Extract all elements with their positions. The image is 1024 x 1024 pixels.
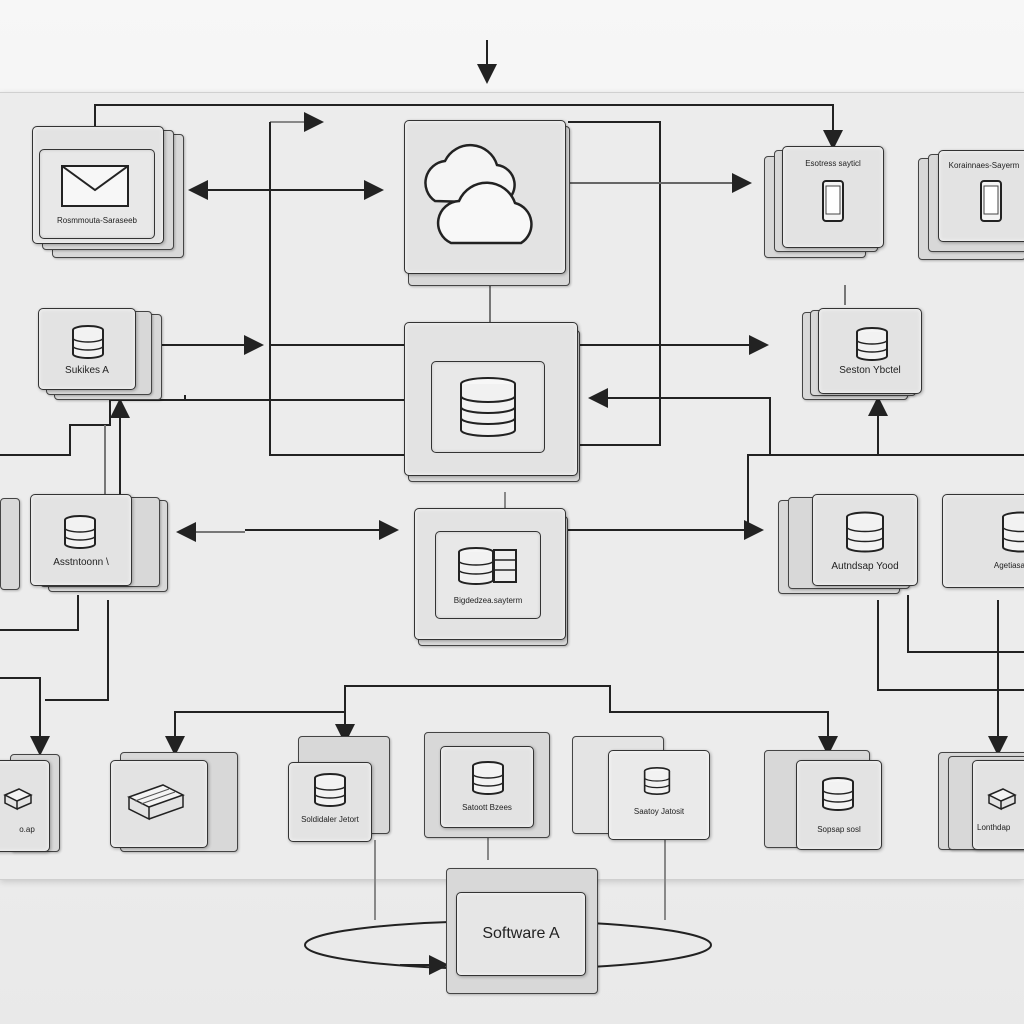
cloud-node[interactable] — [404, 120, 570, 286]
node-label: Software A — [482, 925, 560, 942]
server-rack-icon — [3, 788, 33, 811]
database-icon — [460, 377, 516, 437]
node-label: Soldidaler Jetort — [301, 815, 359, 824]
database-icon — [64, 515, 96, 549]
database-icon — [458, 547, 517, 585]
top-right-node-2[interactable]: Korainnaes-Sayerm — [918, 150, 1024, 260]
database-icon — [314, 773, 346, 807]
node-label: Agetiasa — [993, 561, 1024, 570]
database-icon — [472, 761, 504, 795]
node-label: Autndsap Yood — [831, 561, 899, 572]
node-label: Bigdedzea.sayterm — [453, 596, 523, 605]
node-label: Sukikes A — [65, 365, 109, 376]
database-icon — [1002, 511, 1024, 553]
right-db-node-3[interactable]: Agetiasa — [942, 494, 1024, 594]
node-label: Rosmmouta-Saraseeb — [56, 216, 138, 225]
software-a-node[interactable]: Software A — [446, 868, 600, 994]
database-icon — [822, 777, 854, 811]
bottom-node-1[interactable]: o.ap — [0, 752, 60, 852]
bottom-node-6[interactable]: Sopsap sosl — [764, 750, 884, 850]
bottom-node-3[interactable]: Soldidaler Jetort — [288, 736, 390, 842]
database-icon — [72, 325, 104, 359]
database-icon — [643, 767, 671, 795]
node-label: Saatoy Jatosit — [633, 807, 685, 816]
bottom-node-5[interactable]: Saatoy Jatosit — [572, 736, 712, 842]
node-label: Korainnaes-Sayerm — [948, 161, 1020, 170]
bottom-node-2[interactable] — [110, 748, 238, 852]
mail-node[interactable]: Rosmmouta-Saraseeb — [32, 126, 184, 258]
node-label: Lonthdap — [977, 823, 1011, 832]
node-label: Satoott Bzees — [462, 803, 512, 812]
server-rack-icon — [987, 788, 1017, 811]
node-label: Sopsap sosl — [817, 825, 861, 834]
right-db-node-2[interactable]: Autndsap Yood — [778, 494, 924, 594]
left-db-node-1[interactable]: Sukikes A — [38, 308, 162, 400]
node-label: Asstntoonn \ — [53, 557, 109, 568]
left-db-node-2[interactable]: Asstntoonn \ — [0, 494, 168, 592]
envelope-icon — [61, 165, 129, 207]
center-system-node[interactable]: Bigdedzea.sayterm — [414, 508, 568, 646]
bottom-node-4[interactable]: Satoott Bzees — [424, 732, 550, 838]
database-icon — [856, 327, 888, 361]
bottom-node-7[interactable]: Lonthdap — [938, 752, 1024, 852]
node-label: Seston Ybctel — [839, 365, 901, 376]
node-label: Esotress sayticl — [805, 159, 861, 168]
phone-icon — [822, 180, 844, 222]
server-rack-icon — [127, 784, 185, 821]
phone-icon — [980, 180, 1002, 222]
right-db-node-1[interactable]: Seston Ybctel — [802, 308, 922, 400]
center-db-node[interactable] — [404, 322, 580, 482]
database-icon — [846, 511, 884, 553]
cloud-icon — [424, 143, 533, 245]
top-right-node-1[interactable]: Esotress sayticl — [764, 126, 886, 258]
node-label: o.ap — [19, 825, 35, 834]
